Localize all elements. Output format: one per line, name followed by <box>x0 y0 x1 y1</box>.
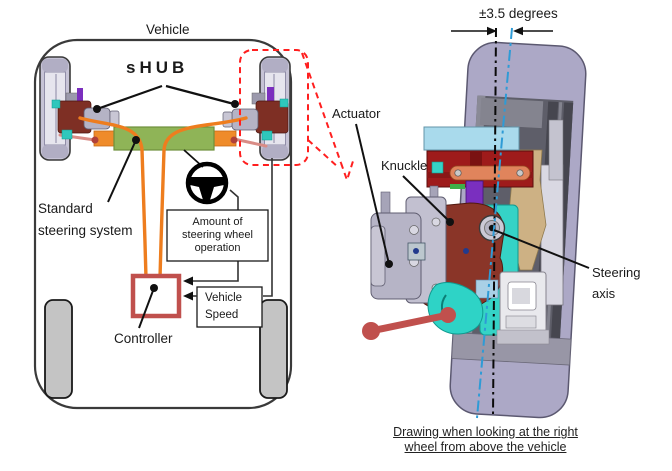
steering-axis-label: Steering axis <box>592 265 641 302</box>
actuator-leader <box>355 123 393 268</box>
tie-rod-right <box>230 136 268 148</box>
tie-rod-detail <box>362 307 456 340</box>
rear-right-wheel <box>259 299 288 399</box>
actuator-body <box>370 185 447 304</box>
arrowhead-speed <box>183 291 193 301</box>
right-hub-assembly <box>222 87 289 141</box>
steering-axis-ball <box>478 214 506 242</box>
vehicle-speed-box-label: Vehicle Speed <box>205 291 243 321</box>
shub-leaders <box>93 84 239 113</box>
steering-wheel-icon <box>185 161 229 205</box>
standard-steering-label: Standard steering system <box>38 201 133 238</box>
rear-left-wheel <box>44 299 73 399</box>
vehicle-speed-box <box>196 286 263 328</box>
controller-box <box>130 273 182 329</box>
wheel-speed-line <box>263 158 273 297</box>
knuckle-label: Knuckle <box>381 158 428 173</box>
dimension-arrows <box>451 26 553 36</box>
amount-box-label: Amount of steering wheel operation <box>182 215 253 255</box>
knuckle-leader <box>402 175 454 226</box>
red-dashed-callout <box>239 49 355 184</box>
shub-label: sHUB <box>126 58 189 77</box>
degrees-label: ±3.5 degrees <box>479 6 558 21</box>
arrowhead-steering <box>183 276 193 286</box>
controller-label: Controller <box>114 331 173 346</box>
steering-axis-leader <box>493 229 590 269</box>
caption: Drawing when looking at the right wheel … <box>393 425 578 454</box>
hub-hardware <box>407 242 550 345</box>
brake-assembly <box>423 126 534 214</box>
amount-box <box>166 209 269 262</box>
vehicle-title: Vehicle <box>146 22 190 37</box>
control-cables <box>78 116 248 280</box>
standard-steering-leader <box>107 136 140 203</box>
steering-rack <box>93 126 237 151</box>
actuator-label: Actuator <box>332 106 381 121</box>
kingpin-axis-line <box>492 27 497 419</box>
